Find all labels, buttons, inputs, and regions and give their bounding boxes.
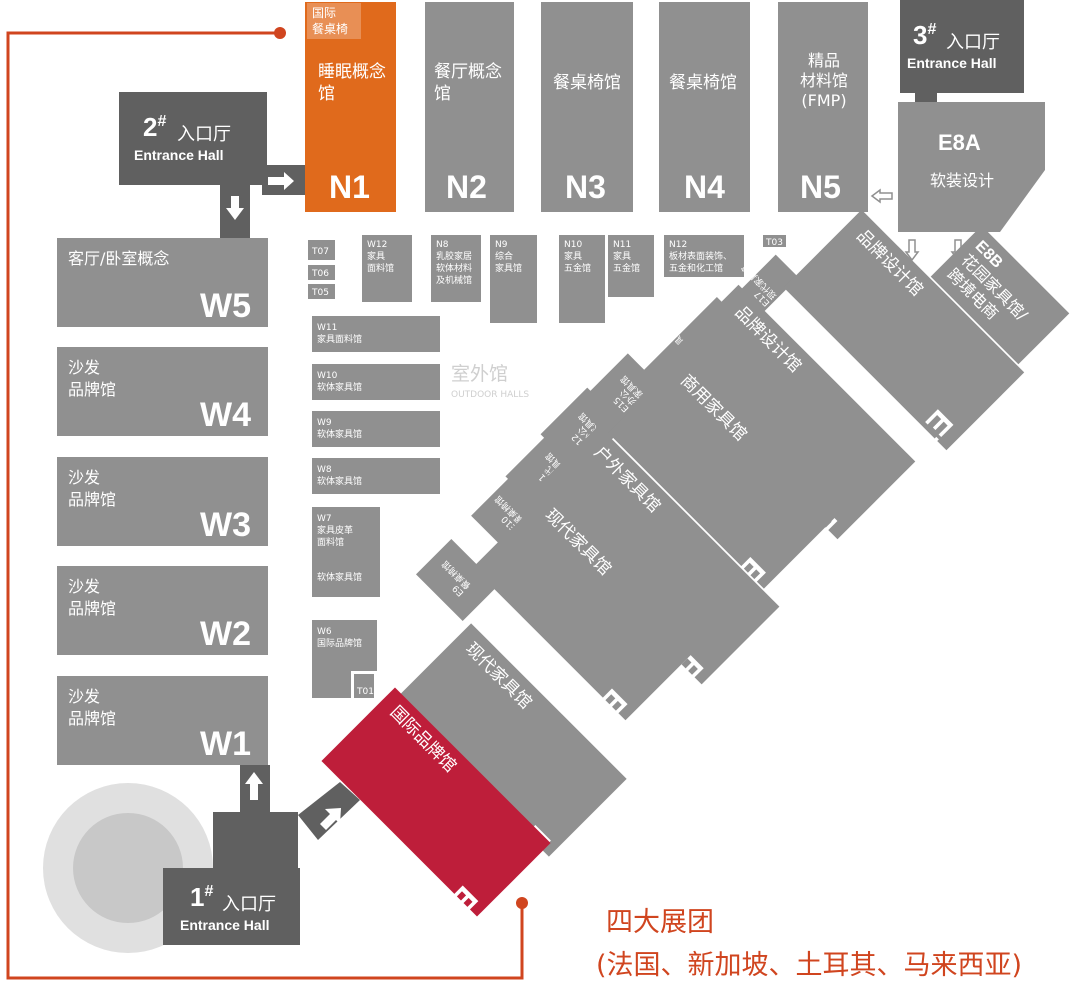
entrance-3-en: Entrance Hall xyxy=(907,55,996,71)
hall-w1[interactable]: 沙发品牌馆 W1 xyxy=(57,676,268,765)
entrance-1-en: Entrance Hall xyxy=(180,917,269,933)
callout-dot-top xyxy=(274,27,286,39)
hall-w1-code: W1 xyxy=(200,725,251,763)
hall-n1[interactable]: 国际餐桌椅 睡眠概念馆 N1 xyxy=(305,2,396,212)
hall-n2-code: N2 xyxy=(446,169,487,205)
entrance-2[interactable]: 2# 入口厅 Entrance Hall xyxy=(119,92,267,185)
hall-n4-code: N4 xyxy=(684,169,725,205)
hall-n3-name: 餐桌椅馆 xyxy=(553,73,621,93)
arrow-left-icon xyxy=(870,188,893,204)
entrance-3-link xyxy=(915,93,937,103)
arrow-right-icon xyxy=(268,172,294,190)
callout-subtitle: (法国、新加坡、土耳其、马来西亚) xyxy=(596,950,1022,981)
hall-n3-code: N3 xyxy=(565,169,606,205)
hall-w5-name: 客厅/卧室概念 xyxy=(68,249,169,268)
entrance-2-num: 2# xyxy=(143,112,166,142)
hall-w4-name: 沙发品牌馆 xyxy=(68,358,116,399)
hall-w3[interactable]: 沙发品牌馆 W3 xyxy=(57,457,268,546)
hall-n2-name: 餐厅概念馆 xyxy=(434,61,502,104)
hall-e3[interactable]: 现代家具馆 E3 xyxy=(456,489,704,738)
hall-n4[interactable]: 餐桌椅馆 N4 xyxy=(659,2,750,212)
hall-n5-code: N5 xyxy=(800,169,841,205)
hall-n1-code: N1 xyxy=(329,169,370,205)
round-plaza-inner xyxy=(73,813,183,923)
hall-e8a[interactable]: E8A 软装设计 xyxy=(898,102,1045,232)
arrow-down-icon xyxy=(904,239,920,262)
hall-n5-name: 精品材料馆(FMP) xyxy=(800,51,848,110)
hall-w2[interactable]: 沙发品牌馆 W2 xyxy=(57,566,268,655)
outdoor-t05[interactable]: T05 xyxy=(308,284,335,299)
hall-n1-badge xyxy=(307,3,361,39)
hall-w5[interactable]: 客厅/卧室概念 W5 xyxy=(57,238,268,327)
outdoor-subtitle: OUTDOOR HALLS xyxy=(451,390,529,400)
hall-n3[interactable]: 餐桌椅馆 N3 xyxy=(541,2,633,212)
hall-w1-name: 沙发品牌馆 xyxy=(68,687,116,728)
hall-n5[interactable]: 精品材料馆(FMP) N5 xyxy=(778,2,868,212)
hall-e8a-name: 软装设计 xyxy=(930,171,994,190)
arrow-up-icon xyxy=(245,772,263,800)
outdoor-t03[interactable]: T03 xyxy=(763,235,786,248)
entrance-2-en: Entrance Hall xyxy=(134,147,223,163)
svg-text:T01: T01 xyxy=(356,687,374,697)
hall-w5-code: W5 xyxy=(200,287,251,325)
outdoor-title: 室外馆 xyxy=(451,363,508,385)
hall-w4[interactable]: 沙发品牌馆 W4 xyxy=(57,347,268,436)
svg-text:T05: T05 xyxy=(311,288,329,298)
svg-text:T06: T06 xyxy=(311,269,329,279)
hall-w3-code: W3 xyxy=(200,506,251,544)
callout-line xyxy=(6,31,524,980)
entrance-3-num: 3# xyxy=(913,20,936,50)
svg-text:T03: T03 xyxy=(765,238,783,248)
callout-dot-bottom xyxy=(516,897,528,909)
hall-n1-name: 睡眠概念馆 xyxy=(318,61,386,104)
outdoor-t07[interactable]: T07 xyxy=(308,240,335,260)
outdoor-e9[interactable]: E9餐桌椅馆 xyxy=(415,538,499,622)
entrance-1[interactable]: 1# 入口厅 Entrance Hall xyxy=(163,812,300,945)
hall-n4-name: 餐桌椅馆 xyxy=(669,73,737,93)
entrance-3-label: 入口厅 xyxy=(946,32,1000,53)
hall-w3-name: 沙发品牌馆 xyxy=(68,468,116,509)
callout-title: 四大展团 xyxy=(606,907,714,938)
hall-w2-name: 沙发品牌馆 xyxy=(68,577,116,618)
entrance-3[interactable]: 3# 入口厅 Entrance Hall xyxy=(900,0,1024,93)
arrow-up-right-icon xyxy=(320,808,341,830)
svg-text:T07: T07 xyxy=(311,247,329,257)
outdoor-t06[interactable]: T06 xyxy=(308,265,335,280)
entrance-1-label: 入口厅 xyxy=(222,894,276,915)
hall-n2[interactable]: 餐厅概念馆 N2 xyxy=(425,2,514,212)
hall-e8a-code: E8A xyxy=(938,130,981,155)
entrance-1-num: 1# xyxy=(190,882,213,912)
entrance-2-label: 入口厅 xyxy=(177,124,231,145)
arrow-down-icon xyxy=(226,196,244,220)
outdoor-t01[interactable]: T01 xyxy=(354,674,374,698)
hall-w2-code: W2 xyxy=(200,615,251,653)
hall-n1-badge-text: 国际餐桌椅 xyxy=(312,6,348,36)
hall-w4-code: W4 xyxy=(200,396,251,434)
